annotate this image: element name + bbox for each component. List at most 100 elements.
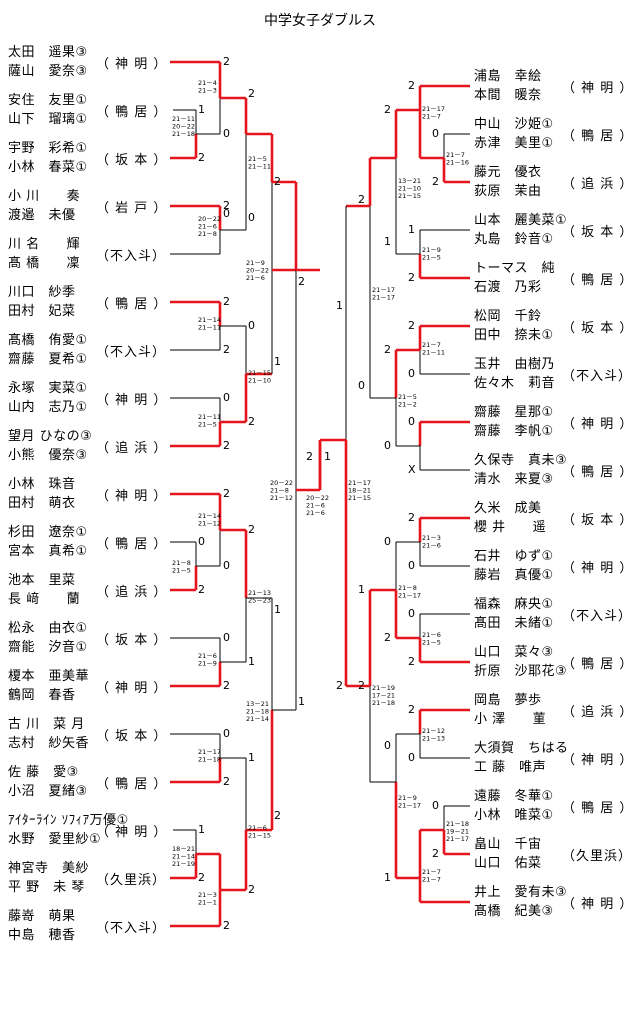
right-team: （ 鴨 居 ）: [562, 273, 634, 288]
set-scores: 21－6: [198, 652, 217, 660]
set-scores: 21－14: [246, 715, 269, 723]
set-scores: 21－14: [172, 853, 195, 861]
right-player-1: 大須賀 ちはる: [474, 741, 569, 756]
right-player-1: 玉井 由樹乃: [474, 357, 556, 372]
set-scores: 20－22: [270, 479, 293, 487]
match-score: 2: [408, 271, 415, 284]
right-player-1: 遠藤 冬華①: [474, 789, 554, 804]
match-score: 0: [408, 559, 415, 572]
match-score: 2: [358, 193, 365, 206]
set-scores: 25－23: [248, 597, 271, 605]
match-score: 2: [274, 809, 281, 822]
set-scores: 21－18: [246, 708, 269, 716]
set-scores: 21－10: [398, 185, 421, 193]
set-scores: 21－7: [446, 151, 465, 159]
match-score: 2: [248, 87, 255, 100]
right-player-1: 松岡 千鈴: [474, 309, 542, 324]
match-score: 2: [223, 679, 230, 692]
match-score: 1: [274, 355, 281, 368]
right-player-1: 福森 麻央①: [474, 597, 554, 612]
set-scores: 21－18: [372, 699, 395, 707]
set-scores: 21－8: [270, 487, 289, 495]
match-score: 0: [408, 607, 415, 620]
left-player-2: 宮本 真希①: [8, 544, 88, 559]
set-scores: 21－13: [248, 589, 271, 597]
match-score: 2: [408, 79, 415, 92]
left-team: （ 鴨 居 ）: [96, 105, 168, 120]
match-score: 2: [198, 583, 205, 596]
left-player-1: 太田 遥果③: [8, 45, 88, 60]
right-player-2: 櫻 井 遥: [474, 520, 547, 535]
right-player-1: 久米 成美: [474, 501, 542, 516]
left-team: （ 神 明 ）: [96, 57, 168, 72]
set-scores: 21－9: [398, 794, 417, 802]
match-score: 0: [384, 739, 391, 752]
left-player-1: 川口 紗季: [8, 285, 76, 300]
right-player-1: 久保寺 真未③: [474, 453, 568, 468]
left-player-1: 池本 里菜: [8, 573, 76, 588]
right-player-2: 丸島 鈴音①: [474, 232, 554, 247]
set-scores: 19－21: [446, 828, 469, 836]
left-player-2: 小沼 夏緒③: [8, 784, 88, 799]
left-player-2: 山下 瑠璃①: [8, 112, 88, 127]
match-score: 0: [198, 535, 205, 548]
match-score: 0: [223, 207, 230, 220]
set-scores: 21－8: [398, 584, 417, 592]
set-scores: 20－22: [198, 215, 221, 223]
right-player-2: 折原 沙耶花③: [474, 664, 568, 679]
set-scores: 21－15: [348, 494, 371, 502]
right-player-2: 小林 唯菜①: [474, 808, 554, 823]
right-team: （ 坂 本 ）: [562, 321, 634, 336]
match-score: 2: [298, 275, 305, 288]
match-score: 2: [408, 511, 415, 524]
set-scores: 20－22: [306, 494, 329, 502]
set-scores: 21－17: [398, 592, 421, 600]
set-scores: 21－5: [422, 254, 441, 262]
set-scores: 21－12: [198, 520, 221, 528]
left-player-1: 安住 友里①: [8, 93, 88, 108]
match-score: 0: [223, 391, 230, 404]
right-team: （ 鴨 居 ）: [562, 465, 634, 480]
set-scores: 21－17: [398, 802, 421, 810]
left-player-2: 小熊 優奈③: [8, 448, 88, 463]
left-player-2: 齋藤 夏希①: [8, 352, 88, 367]
left-player-1: 小 川 奏: [8, 189, 81, 204]
set-scores: 21－10: [248, 377, 271, 385]
set-scores: 21－17: [198, 748, 221, 756]
right-team: （ 追 浜 ）: [562, 705, 634, 720]
left-team: （ 神 明 ）: [96, 681, 168, 696]
left-player-2: 長 﨑 蘭: [8, 592, 81, 607]
right-player-2: 藤岩 真優①: [474, 568, 554, 583]
left-team: （ 坂 本 ）: [96, 633, 168, 648]
match-score: X: [408, 463, 416, 476]
match-score: 0: [223, 727, 230, 740]
right-player-2: 田中 捺未①: [474, 328, 554, 343]
right-team: （ 追 浜 ）: [562, 177, 634, 192]
set-scores: 21－6: [246, 274, 265, 282]
right-team: （ 鴨 居 ）: [562, 657, 634, 672]
left-player-1: 川 名 輝: [8, 237, 81, 252]
set-scores: 21－12: [270, 494, 293, 502]
set-scores: 21－5: [198, 421, 217, 429]
left-player-1: 神宮寺 美紗: [8, 861, 90, 876]
right-player-2: 荻原 茉由: [474, 184, 542, 199]
match-score: 2: [274, 175, 281, 188]
match-score: 2: [223, 775, 230, 788]
match-score: 1: [198, 823, 205, 836]
match-score: 1: [198, 103, 205, 116]
left-team: （ 神 明 ）: [96, 825, 168, 840]
set-scores: 21－15: [248, 832, 271, 840]
set-scores: 21－7: [422, 868, 441, 876]
match-score: 2: [408, 655, 415, 668]
set-scores: 18－21: [172, 845, 195, 853]
set-scores: 21－7: [422, 341, 441, 349]
set-scores: 17－21: [372, 692, 395, 700]
left-player-1: ｱｲﾀｰﾗｲﾝ ｿﾌｨｱ万優①: [8, 813, 129, 828]
right-player-1: 山本 麗美菜①: [474, 213, 568, 228]
right-player-1: 浦島 幸絵: [474, 69, 542, 84]
right-player-2: 工 藤 唯声: [474, 760, 547, 775]
match-score: 2: [198, 151, 205, 164]
left-player-2: 山内 志乃①: [8, 400, 88, 415]
match-score: 2: [223, 343, 230, 356]
match-score: 2: [432, 175, 439, 188]
